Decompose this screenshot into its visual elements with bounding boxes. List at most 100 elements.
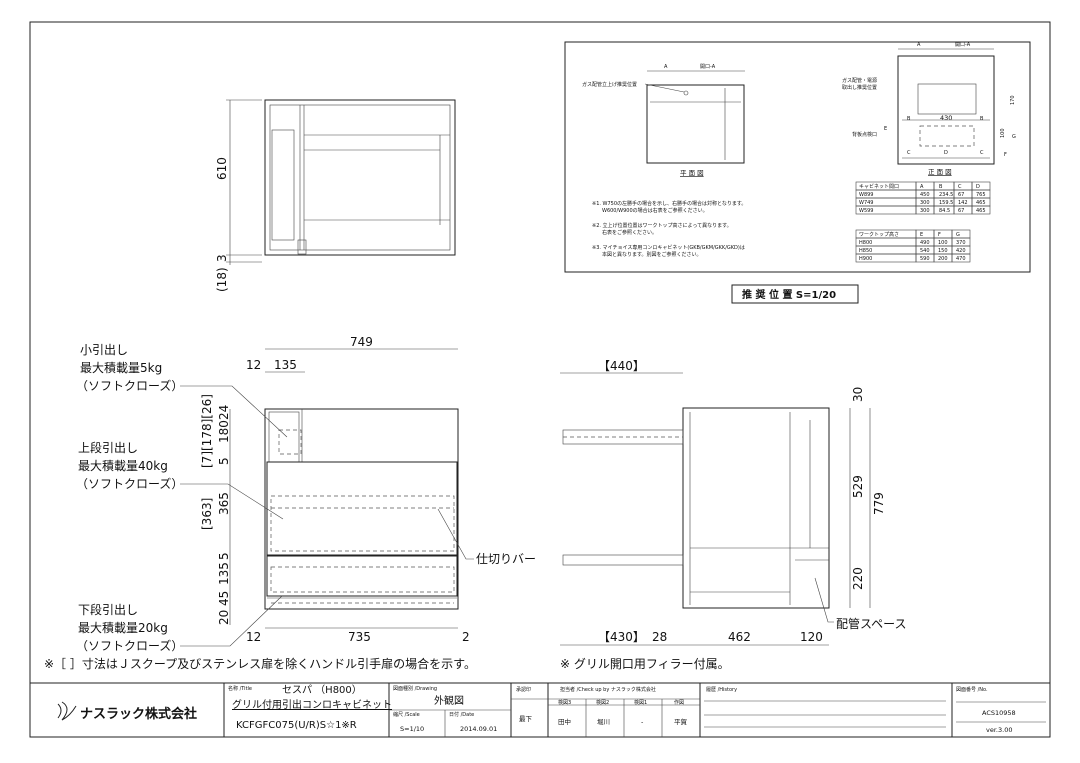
back-panel-label: 背板点検口 xyxy=(852,131,877,138)
table-cell: 470 xyxy=(956,256,966,262)
table-header: A xyxy=(920,184,924,190)
inset-dim-430: 430 xyxy=(940,114,952,122)
note-bracket-dims: ※［ ］寸法はＪスクープ及びステンレス扉を除くハンドル引手扉の場合を示す。 xyxy=(44,656,476,671)
table-cell: 490 xyxy=(920,240,930,246)
small-drawer-load: 最大積載量5kg xyxy=(80,360,162,375)
inset-note-1b: W600/W900の場合は右表をご参照ください。 xyxy=(602,207,708,214)
checker-3: 田中 xyxy=(558,717,571,726)
table-header: C xyxy=(958,184,962,190)
table-cell: 142 xyxy=(958,200,968,206)
front-width-dim: 749 xyxy=(350,335,373,349)
front-bracket-dim-1: [7][178][26] xyxy=(200,394,214,468)
caption-box xyxy=(731,284,859,304)
table-cell-border xyxy=(953,181,973,191)
table-cell: 234.5 xyxy=(939,192,953,198)
inset-front-label: 正 面 図 xyxy=(928,168,952,176)
checker-2: 堀川 xyxy=(597,717,610,726)
small-drawer-softclose: （ソフトクローズ） xyxy=(76,378,183,393)
inset-dim-100: 100 xyxy=(1000,128,1006,138)
drawing-number: ACS10958 xyxy=(982,709,1016,717)
table-cell-border xyxy=(971,181,991,191)
small-drawer-label: 小引出し xyxy=(80,343,128,357)
side-dim-779: 779 xyxy=(872,492,886,515)
inset-front-dim-a: A xyxy=(917,42,921,48)
front-v-5: 5 xyxy=(217,457,231,465)
front-v-5b: 5 xyxy=(217,552,231,560)
front-bottom-mid-dim: 735 xyxy=(348,630,371,644)
plan-dim-3: 3 xyxy=(215,254,229,262)
drawing-border xyxy=(29,21,1051,738)
table-cell: W899 xyxy=(859,192,874,198)
upper-drawer-load: 最大積載量40kg xyxy=(78,458,168,473)
side-dim-440: 【440】 xyxy=(598,359,645,373)
front-v-20: 20 xyxy=(217,610,231,625)
front-v-180: 180 xyxy=(217,420,231,443)
divider-bar-label: 仕切りバー xyxy=(476,552,536,566)
table-cell: 590 xyxy=(920,256,930,262)
table-cell: W599 xyxy=(859,208,874,214)
front-bracket-dim-2: [363] xyxy=(200,498,214,530)
note-filler: ※ グリル開口用フィラー付属。 xyxy=(560,657,730,671)
front-v-45: 45 xyxy=(217,591,231,606)
table-header: F xyxy=(938,232,941,238)
table-cell: 67 xyxy=(958,208,964,214)
inset-dim-f: F xyxy=(1004,152,1007,158)
table-cell-border xyxy=(971,205,991,215)
table-cell: 465 xyxy=(976,200,986,206)
table-cell-border xyxy=(915,229,935,239)
inset-note-2b: 右表をご参照ください。 xyxy=(602,229,657,236)
side-dim-220: 220 xyxy=(851,567,865,590)
front-view: 749 12 135 12 735 2 24 180 5 365 5 135 4… xyxy=(76,335,536,653)
plan-dim-18: (18) xyxy=(215,267,229,292)
drawing-type-label: 図面種別 /Drawing xyxy=(393,685,437,692)
front-v-24: 24 xyxy=(217,405,231,420)
table-cell-border xyxy=(951,229,971,239)
model-number: KCFGFC075(U/R)S☆1※R xyxy=(236,720,357,731)
check-col-1: 検図1 xyxy=(634,699,647,706)
check-col-2: 検図2 xyxy=(596,699,609,706)
lower-drawer-load: 最大積載量20kg xyxy=(78,620,168,635)
check-label: 担当者 /Check up by ナスラック株式会社 xyxy=(560,686,656,693)
inset-dim-b-2: B xyxy=(980,116,984,122)
title-block: ナスラック株式会社 名称 /Title セスパ （H800） グリル付用引出コン… xyxy=(30,682,1050,737)
front-bottom-left-dim: 12 xyxy=(246,630,261,644)
table-cell: H850 xyxy=(859,248,872,254)
inset-caption: 推 奨 位 置 S=1/20 xyxy=(742,288,836,301)
product-description: グリル付用引出コンロキャビネット xyxy=(232,698,392,711)
gas-elec-label-2: 取出し推奨位置 xyxy=(842,84,877,91)
table-header: D xyxy=(976,184,980,190)
table-cell: H900 xyxy=(859,256,872,262)
company-logo: ナスラック株式会社 xyxy=(57,701,197,722)
table-cell: 67 xyxy=(958,192,964,198)
table-cell: 765 xyxy=(976,192,986,198)
version: ver.3.00 xyxy=(986,726,1012,734)
inset-note-1: ※1. W750の左勝手の場合を示し、右勝手の場合は対称となります。 xyxy=(592,200,746,207)
side-dim-28: 28 xyxy=(652,630,667,644)
history-label: 履歴 /History xyxy=(706,687,737,693)
table-cell: 300 xyxy=(920,200,930,206)
approval-label: 承認印 xyxy=(516,686,531,693)
side-dim-430: 【430】 xyxy=(598,630,645,644)
check-col-3: 検図3 xyxy=(558,699,571,706)
table-cell-border xyxy=(933,181,955,191)
checker-1: - xyxy=(641,718,644,726)
inset-dim-d: D xyxy=(944,150,948,156)
approval-value: 最下 xyxy=(519,715,533,723)
drawing-type: 外観図 xyxy=(434,694,464,707)
lower-drawer-softclose: （ソフトクローズ） xyxy=(76,638,183,653)
recommended-position-inset: A 開口-A ガス配管立上げ推奨位置 平 面 図 A 開口-A ガス配管・電源 … xyxy=(564,41,1031,273)
date-label: 日付 /Date xyxy=(449,711,474,718)
table-cell: 159.5 xyxy=(939,200,953,206)
table-cell: 465 xyxy=(976,208,986,214)
drawing-no-label: 図面番号 /No. xyxy=(956,686,988,693)
table-cell: 100 xyxy=(938,240,948,246)
inset-dim-e: E xyxy=(884,126,887,132)
table-header: キャビネット間口 xyxy=(859,183,899,190)
table-cell: W749 xyxy=(859,200,874,206)
inset-dim-opening: 開口-A xyxy=(700,64,716,70)
side-dim-120: 120 xyxy=(800,630,823,644)
table-cell: 150 xyxy=(938,248,948,254)
